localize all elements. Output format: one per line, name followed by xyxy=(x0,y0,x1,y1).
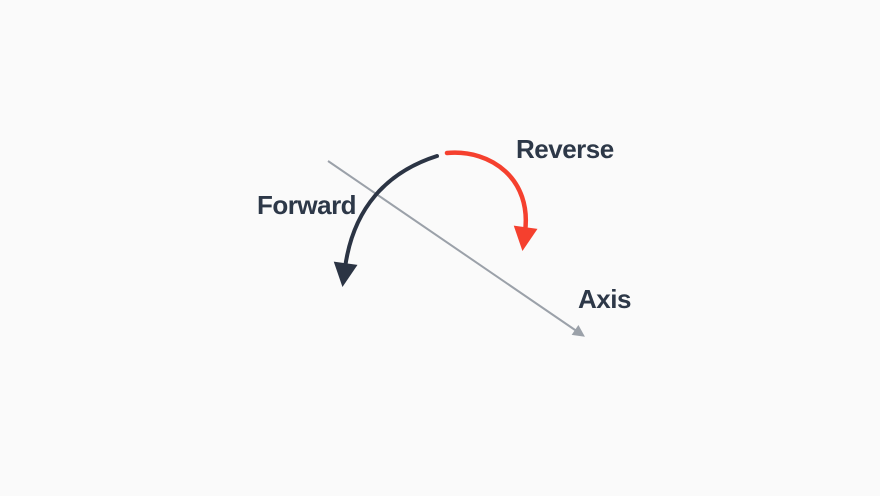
axis-label: Axis xyxy=(578,284,631,314)
axis-line xyxy=(327,160,585,337)
reverse-arrow-curve xyxy=(444,150,538,252)
forward-label: Forward xyxy=(257,190,357,220)
reverse-label: Reverse xyxy=(516,134,614,164)
forward-arrow-curve xyxy=(333,154,439,288)
